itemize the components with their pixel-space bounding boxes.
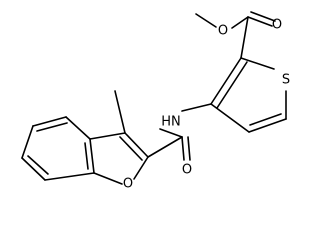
bond-furan-c3-c3a: [89, 132, 126, 140]
bond-furan-o-c7a: [93, 172, 123, 185]
bond-methyl-furan: [114, 90, 126, 134]
bond-thiophene-c2-s: [240, 57, 275, 70]
ester-oxygen-label: O: [218, 24, 228, 39]
ester-carbonyl-oxygen-label: O: [272, 18, 282, 33]
bond-o-ester-carbon: [231, 16, 249, 29]
bond-benzene-c6-c7-a: [21, 157, 46, 181]
bond-methyl-o: [195, 13, 217, 28]
bond-nh-carbonyl: [159, 128, 183, 138]
bond-benzene-c4-c5-b: [36, 122, 68, 132]
bond-benzene-c7-c7a: [44, 172, 95, 181]
bond-benzene-c7a-c3a-a: [89, 138, 95, 174]
bond-furan-c2-o: [133, 156, 149, 180]
bond-amide-carbon-furan: [147, 136, 183, 158]
bond-amide-carbonyl-b: [187, 136, 191, 161]
bond-benzene-c7a-c3a-b: [84, 142, 89, 170]
bond-thiophene-c2-c3-b: [216, 61, 248, 109]
bond-furan-c3-c2-b: [119, 136, 143, 161]
bond-ring-nh: [181, 103, 212, 112]
bond-benzene-c6-c7-b: [27, 155, 49, 175]
bond-ester-carbonyl-a: [247, 16, 273, 27]
atom-labels: O O S HN O O: [123, 18, 290, 192]
amide-nh-label: HN: [161, 115, 181, 130]
bond-benzene-c3a-c4: [65, 116, 91, 140]
bond-thiophene-c2-c3-a: [210, 57, 242, 105]
bond-thiophene-c5-c4-b: [249, 113, 282, 126]
bond-furan-c3-c2-a: [124, 132, 149, 158]
bond-amide-carbonyl-a: [181, 136, 185, 161]
bond-benzene-c5-c6: [21, 125, 34, 159]
bond-benzene-c4-c5-a: [32, 116, 67, 127]
thiophene-sulfur-label: S: [282, 73, 290, 88]
bond-ester-carbonyl-b: [250, 11, 276, 22]
amide-oxygen-label: O: [182, 163, 192, 178]
bond-network: [21, 11, 287, 185]
bond-thiophene-c4-c3: [210, 103, 250, 133]
furan-oxygen-label: O: [123, 177, 133, 192]
bond-thiophene-c5-c4-a: [248, 118, 287, 133]
bond-ester-carbon-ring: [240, 16, 249, 59]
molecule-structure-diagram: O O S HN O O: [21, 11, 290, 192]
